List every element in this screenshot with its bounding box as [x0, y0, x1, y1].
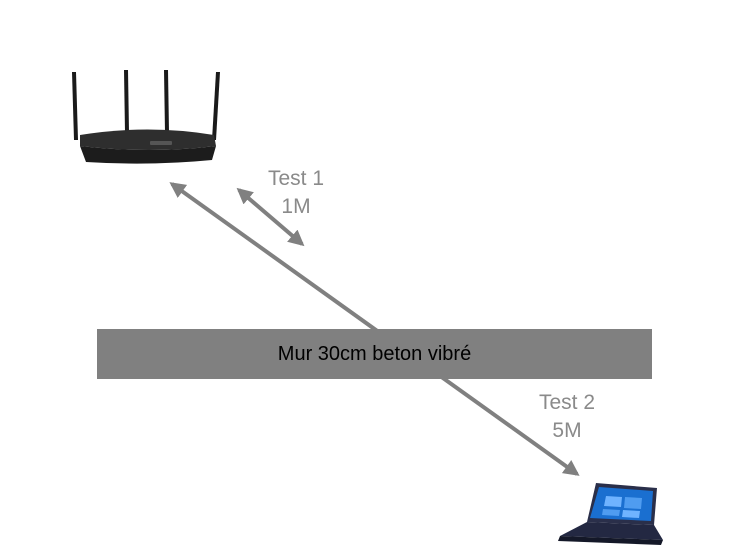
wall-label: Mur 30cm beton vibré: [277, 343, 472, 365]
test2-label: Test 2 5M: [520, 389, 614, 445]
laptop-icon: [558, 483, 663, 545]
test2-distance: 5M: [552, 419, 582, 442]
test2-name: Test 2: [538, 391, 596, 414]
wall-bar: [97, 329, 652, 379]
test1-distance: 1M: [281, 195, 311, 218]
test1-label: Test 1 1M: [250, 165, 342, 221]
router-icon: [72, 70, 220, 164]
test1-name: Test 1: [267, 167, 325, 190]
